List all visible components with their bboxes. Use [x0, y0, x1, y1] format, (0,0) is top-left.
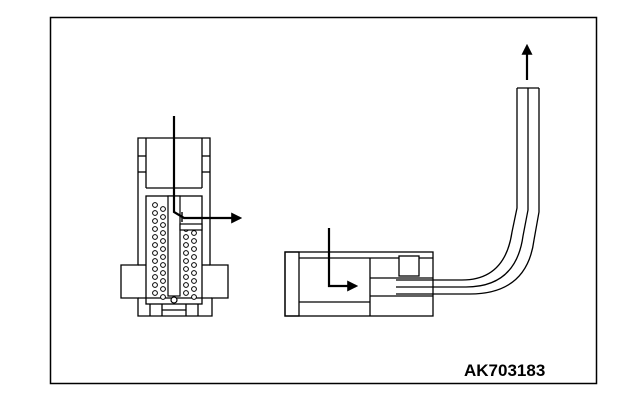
figure-code: AK703183	[464, 361, 545, 380]
flow-arrow-left	[172, 116, 243, 224]
bent-tube	[396, 87, 540, 295]
flow-arrow-right	[327, 228, 359, 292]
figure-frame	[49, 16, 598, 385]
connector-body	[284, 251, 434, 317]
spring-left	[152, 202, 166, 300]
